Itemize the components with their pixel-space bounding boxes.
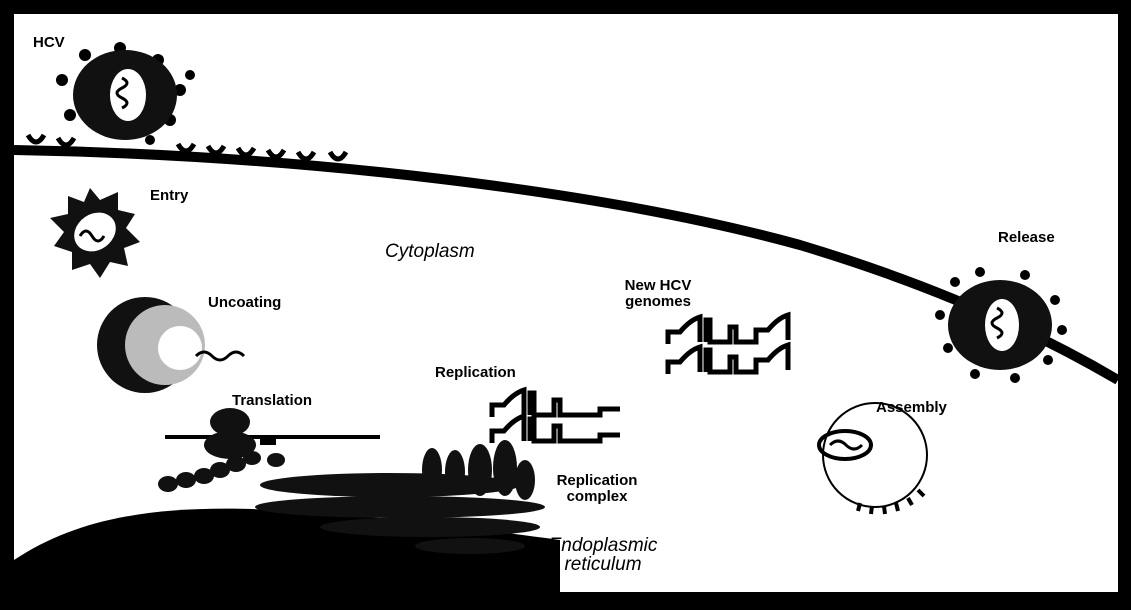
replication-complex-label-line-1: Replication [548,473,646,489]
er-label: Endoplasmic reticulum [528,536,678,574]
hcv-label: HCV [33,35,65,51]
release-label: Release [998,230,1055,246]
entry-label: Entry [150,188,188,204]
new-genomes-label-line-2: genomes [618,294,698,310]
replication-label: Replication [435,365,516,381]
er-label-line-1: Endoplasmic [528,536,678,555]
new-genomes-label: New HCV genomes [618,278,698,310]
uncoating-label: Uncoating [208,295,281,311]
er-label-line-2: reticulum [528,555,678,574]
new-genomes-label-line-1: New HCV [618,278,698,294]
cytoplasm-label: Cytoplasm [385,242,475,261]
translation-label: Translation [232,393,312,409]
replication-complex-label-line-2: complex [548,489,646,505]
assembly-label: Assembly [876,400,947,416]
replication-complex-label: Replication complex [548,473,646,505]
